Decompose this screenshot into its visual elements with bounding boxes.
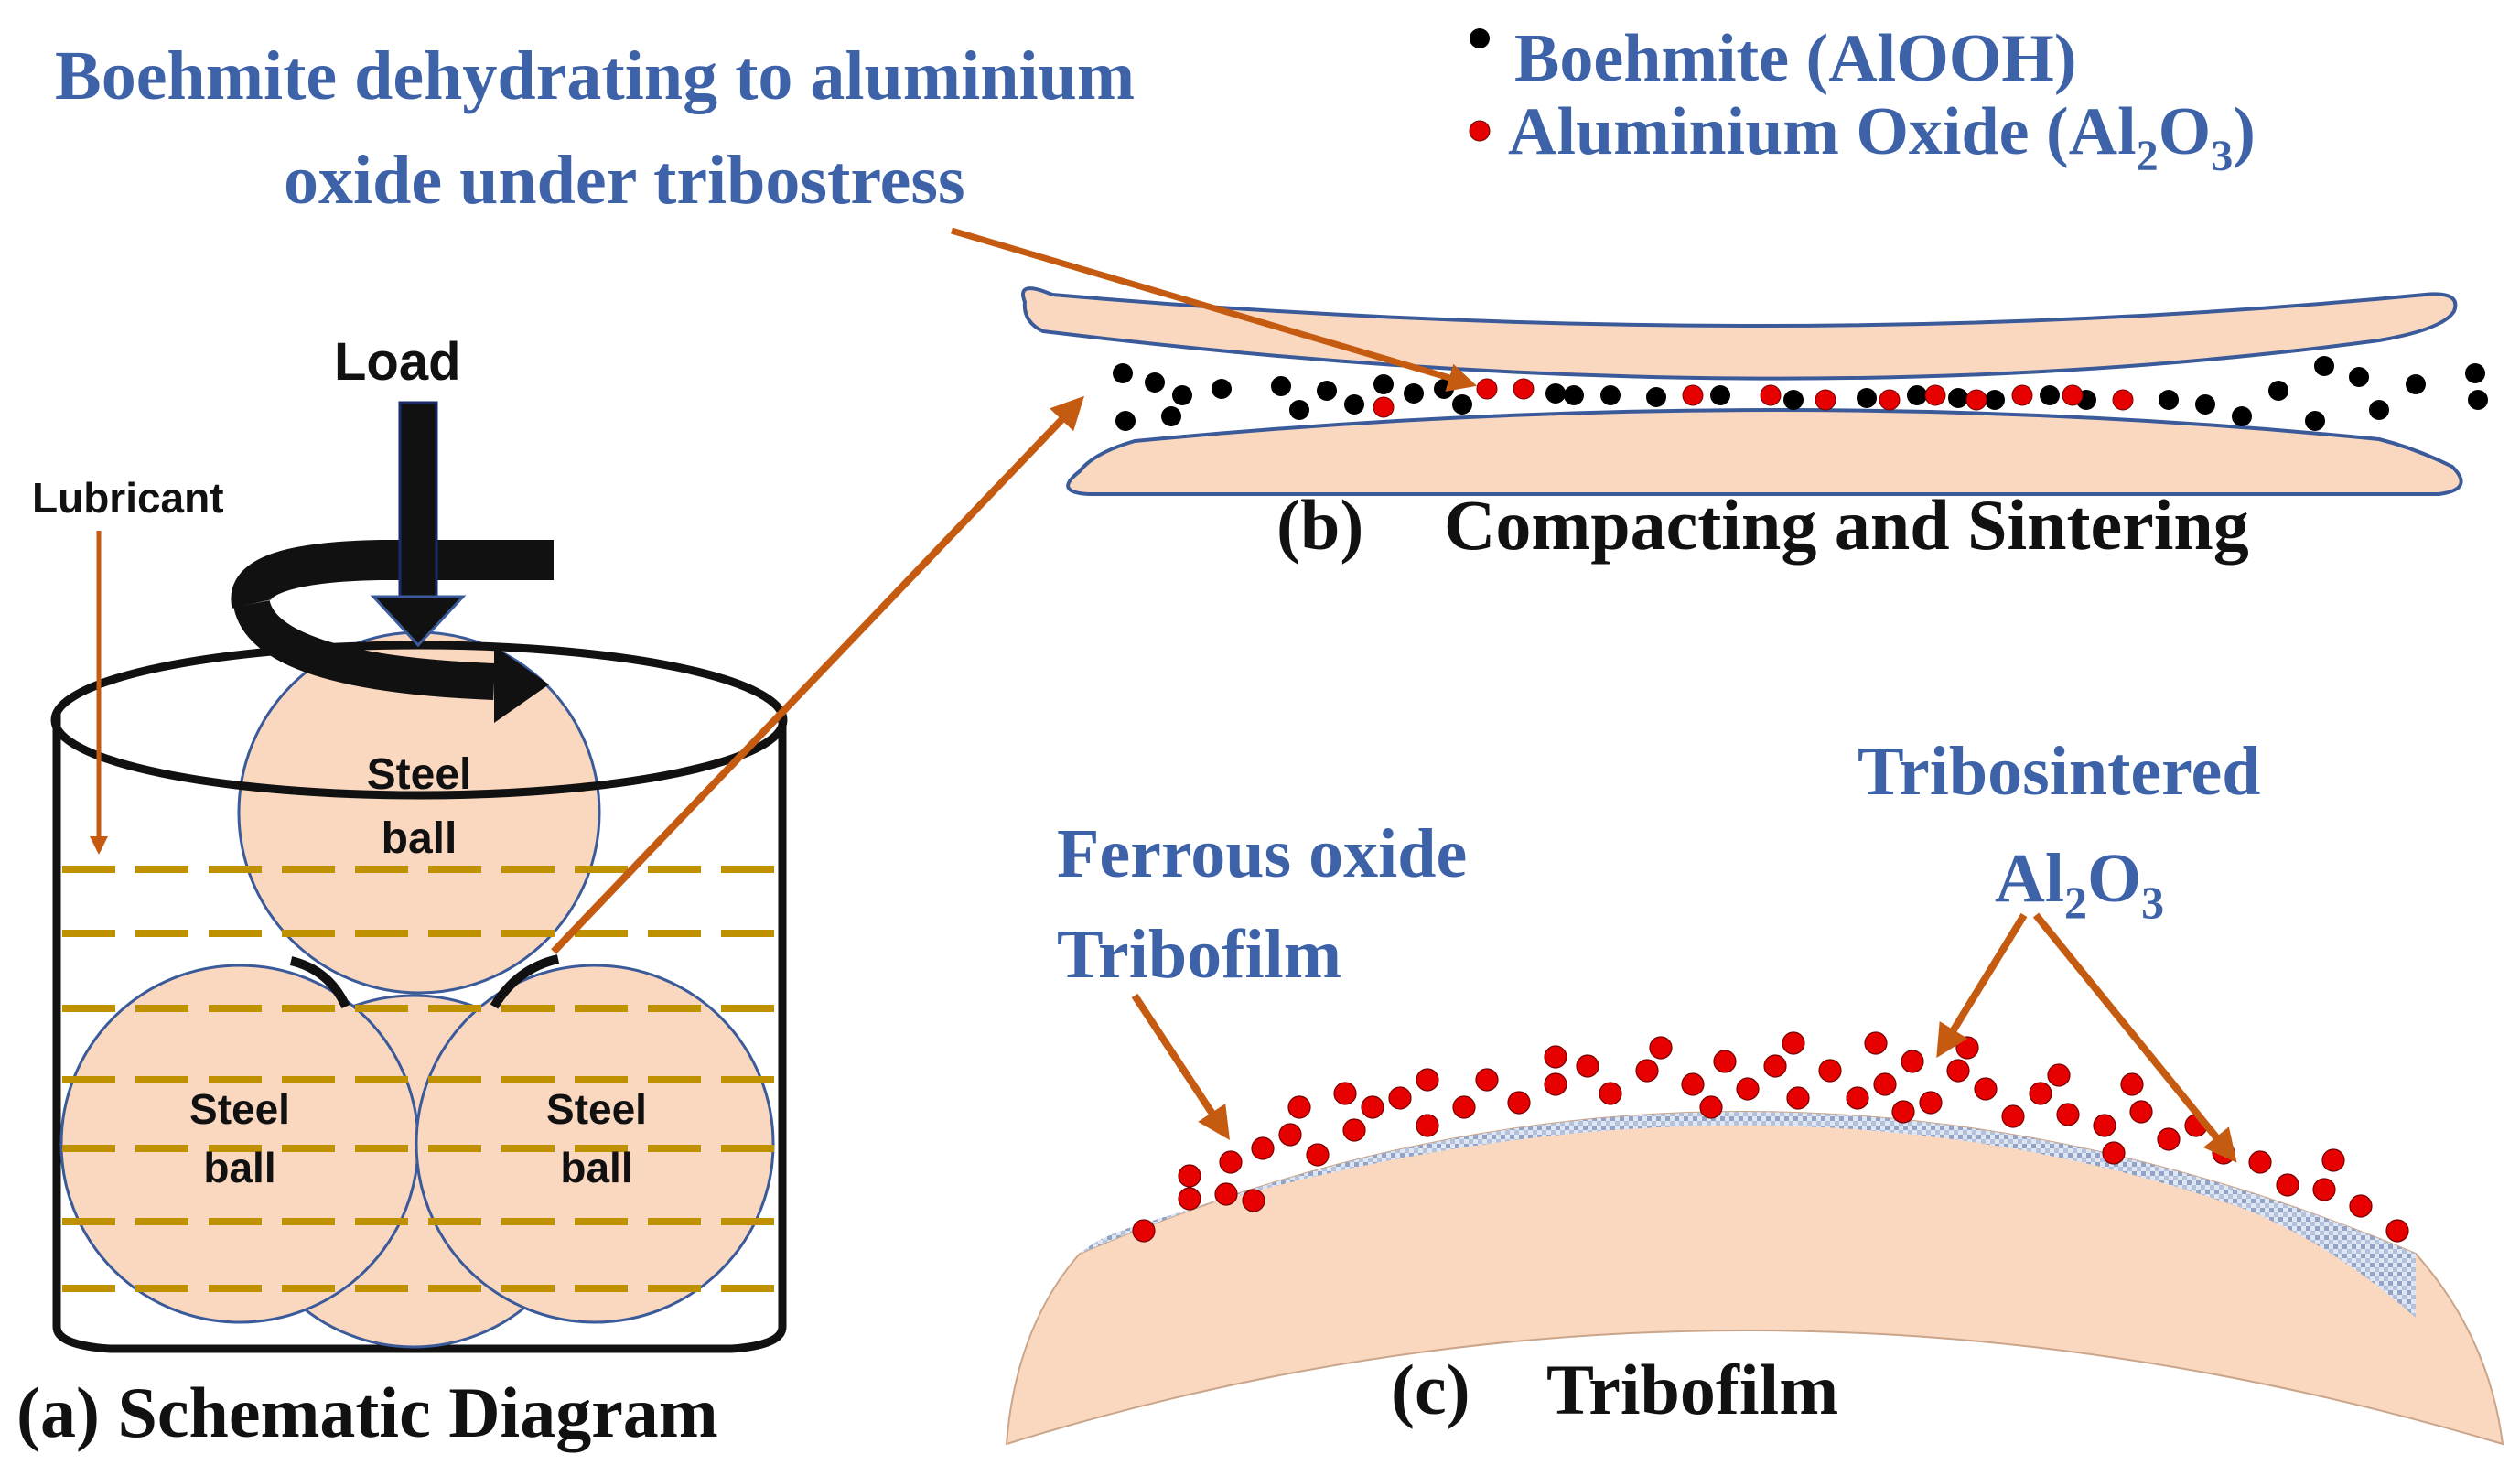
panel-b-compacting: (b) Compacting and Sintering	[1021, 286, 2488, 565]
panel-c-caption-letter: (c)	[1391, 1350, 1470, 1429]
rotation-arrowhead	[494, 646, 549, 723]
panel-c-caption-text: Tribofilm	[1546, 1350, 1838, 1429]
legend-oxide-dot	[1469, 120, 1491, 142]
ball-surface-arc	[1005, 1111, 2504, 1446]
lubricant-label: Lubricant	[32, 474, 224, 522]
ball-label-top-line1: Steel	[367, 750, 472, 799]
contact-arc-left	[289, 956, 350, 1009]
ferrous-pointer-arrow	[1131, 993, 1230, 1141]
container-body	[52, 714, 787, 1353]
title-line-1: Boehmite dehydrating to aluminium	[55, 38, 1135, 114]
tribosintered-pointer-arrow-right	[2032, 912, 2237, 1163]
zoom-arrow	[551, 395, 1084, 954]
legend-boehmite-dot	[1470, 28, 1490, 48]
ball-label-right-line1: Steel	[546, 1085, 647, 1133]
ball-label-right-line2: ball	[560, 1144, 632, 1191]
boehmite-particles	[1113, 356, 2488, 431]
title-pointer-arrow	[951, 227, 1478, 392]
ball-label-left-line1: Steel	[189, 1085, 290, 1133]
ferrous-label-line2: Tribofilm	[1057, 916, 1341, 993]
ferrous-label-line1: Ferrous oxide	[1057, 815, 1467, 892]
rotation-arrow-front	[233, 598, 495, 700]
ball-label-top-line2: ball	[382, 814, 458, 863]
load-arrow-shaft	[398, 401, 438, 601]
contact-arc-right	[490, 954, 560, 1009]
load-label: Load	[334, 332, 461, 392]
panel-a-schematic: Load Lubricant Steel ball Steel ball Ste…	[16, 332, 788, 1452]
panel-b-caption-letter: (b)	[1276, 485, 1363, 565]
lubricant-lines	[62, 866, 782, 1292]
upper-surface	[1021, 286, 2458, 381]
panel-c-tribofilm: Ferrous oxide Tribofilm Tribosintered Al…	[1005, 733, 2504, 1446]
legend-boehmite-label: Boehmite (AlOOH)	[1514, 21, 2077, 96]
load-arrowhead	[370, 595, 467, 648]
tribosintered-pointer-arrow-left	[1936, 912, 2028, 1059]
ball-label-left-line2: ball	[203, 1144, 275, 1191]
al2o3-label: Al2O3	[1995, 840, 2164, 928]
panel-a-caption: (a) Schematic Diagram	[16, 1373, 718, 1452]
steel-ball-right	[415, 964, 775, 1324]
oxide-particles	[1373, 378, 2134, 418]
legend-oxide-label: Aluminium Oxide (Al2O3)	[1508, 94, 2256, 180]
tribosintered-label: Tribosintered	[1858, 733, 2261, 810]
lower-surface	[1066, 407, 2463, 497]
panel-b-caption-text: Compacting and Sintering	[1444, 485, 2249, 565]
title-line-2: oxide under tribostress	[284, 142, 965, 219]
rotation-arrow-back	[231, 540, 554, 609]
